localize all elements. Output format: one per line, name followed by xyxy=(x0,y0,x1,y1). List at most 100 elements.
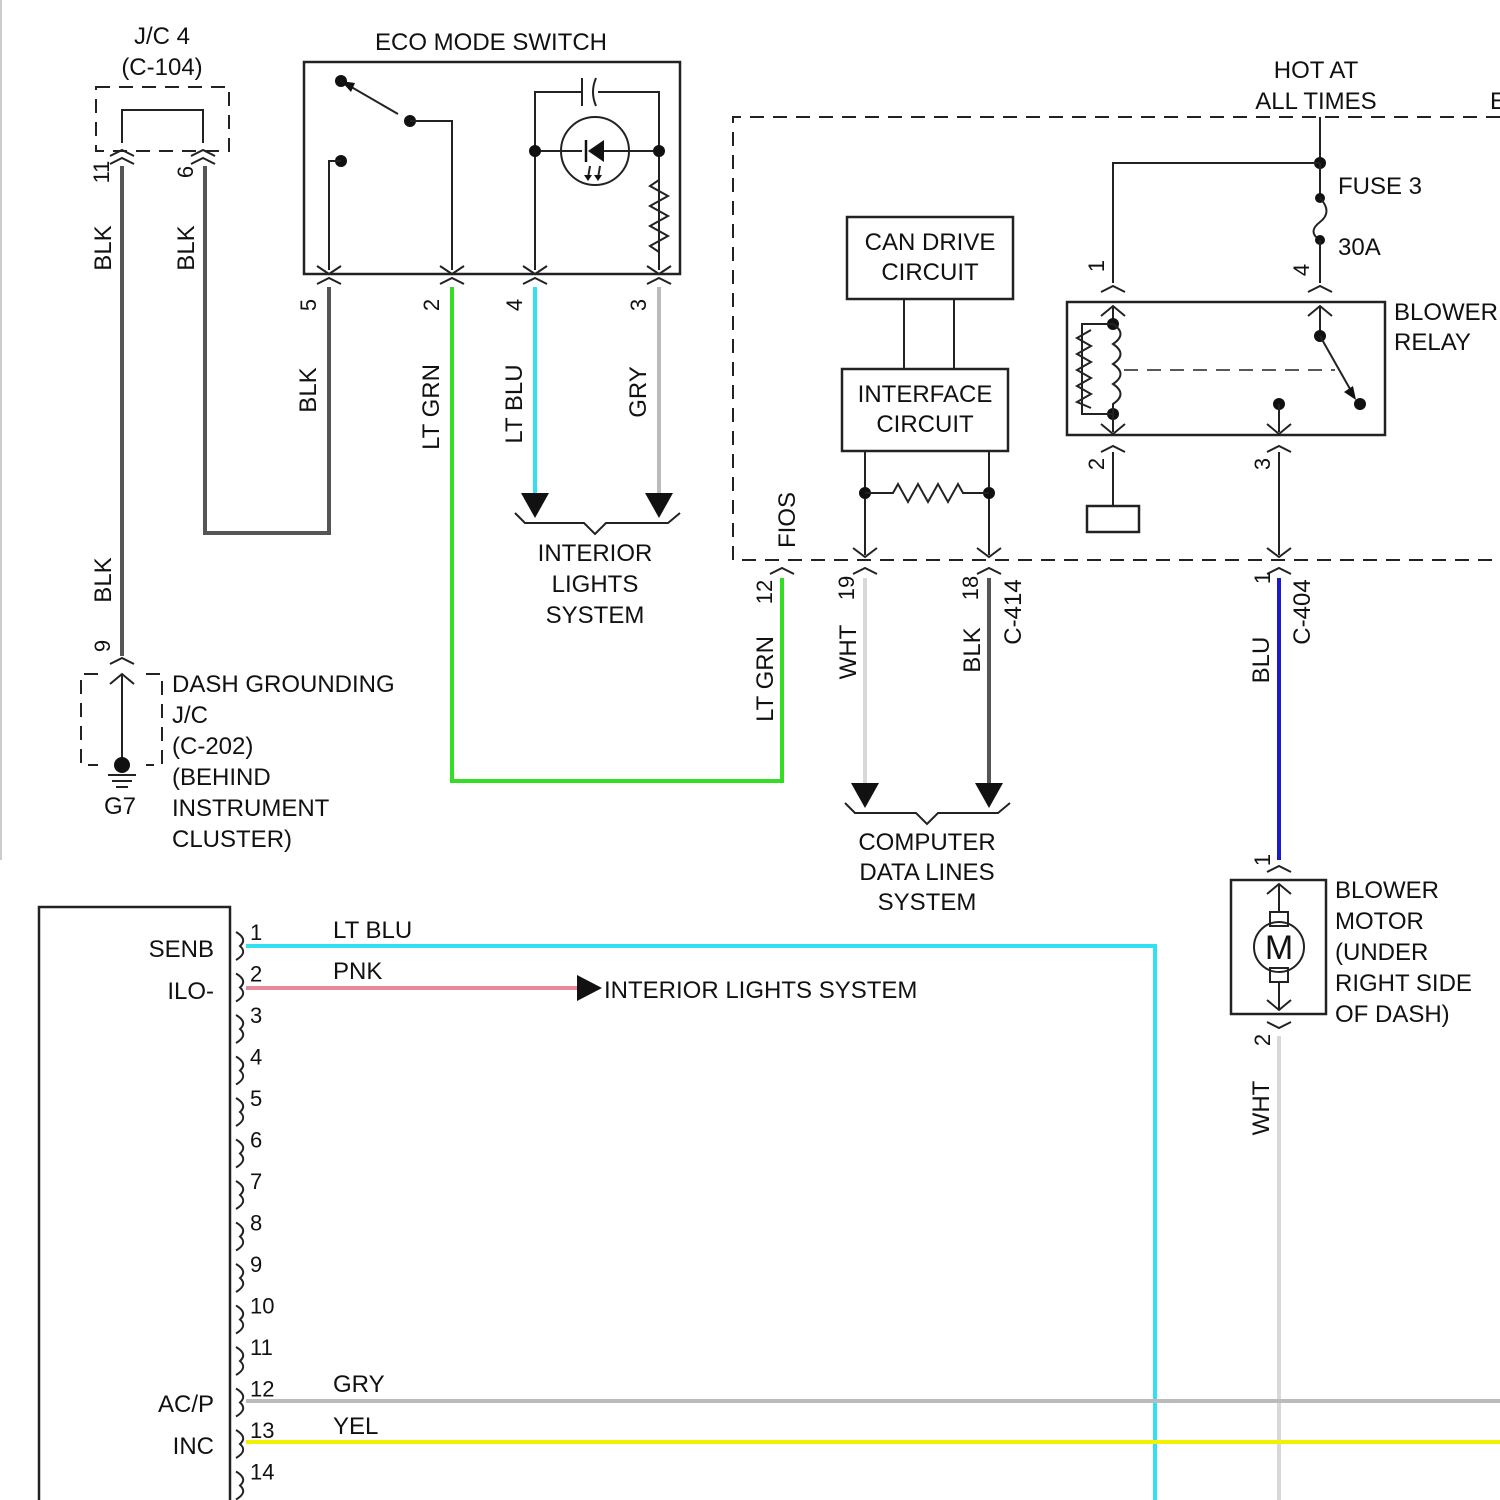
jc4-bus-bar xyxy=(122,110,203,143)
module-pin-terminal xyxy=(236,1140,243,1168)
arrow-eco4-interior-lights xyxy=(521,493,549,518)
relay-diode-resistor-icon xyxy=(1077,324,1113,414)
wire-label-blk-11: BLK xyxy=(90,225,117,270)
relay-switch-blade xyxy=(1320,336,1354,396)
edge-label: E xyxy=(1490,88,1500,115)
blower-motor-section: BLU 1 M 2 BLOWER MOTOR (UNDER RIGHT SIDE… xyxy=(1231,578,1472,1500)
module-pin-terminal xyxy=(236,1181,243,1209)
wire-label-eco5: BLK xyxy=(295,367,322,412)
motor-symbol: M xyxy=(1265,929,1293,967)
module-pin-number: 13 xyxy=(250,1418,274,1443)
module-pin-terminal xyxy=(236,932,243,960)
wire-label-fios-12: LT GRN xyxy=(752,636,779,722)
c414-pin-19: 19 xyxy=(834,576,859,600)
module-pin-terminal xyxy=(236,1223,243,1251)
interior-lights-label-2: LIGHTS xyxy=(552,571,639,598)
relay-coil-icon xyxy=(1113,324,1121,414)
can-drive-label-2: CIRCUIT xyxy=(881,259,979,286)
relay-pin-2-terminal xyxy=(1101,446,1125,452)
module-pin-terminal xyxy=(236,1015,243,1043)
eco-pin-3: 3 xyxy=(626,299,651,311)
module-pin-name-acp: AC/P xyxy=(158,1391,214,1418)
module-pin-number: 8 xyxy=(250,1211,262,1236)
motor-pin-1: 1 xyxy=(1250,854,1275,866)
wire-label-module-2: PNK xyxy=(333,958,382,985)
dash-ground-label-6: CLUSTER) xyxy=(172,826,292,853)
junction-connector-jc4: J/C 4 (C-104) 11 6 xyxy=(89,23,229,183)
dash-grounding-bus xyxy=(110,674,134,764)
jc4-housing xyxy=(96,87,229,151)
blower-motor-label-2: MOTOR xyxy=(1335,908,1424,935)
wire-label-eco2: LT GRN xyxy=(418,364,445,450)
wire-label-motor-2: WHT xyxy=(1248,1080,1275,1135)
module-pin-terminal xyxy=(236,1430,243,1458)
module-pin-name-senb: SENB xyxy=(149,936,214,963)
computer-data-label-3: SYSTEM xyxy=(878,889,977,916)
module-pin-terminal xyxy=(236,1264,243,1292)
computer-data-label-2: DATA LINES xyxy=(859,859,994,886)
wire-label-eco3: GRY xyxy=(625,366,652,418)
wire-label-module-1: LT BLU xyxy=(333,917,412,944)
wire-label-c404-1: BLU xyxy=(1248,637,1275,684)
can-drive-label-1: CAN DRIVE xyxy=(865,229,996,256)
c404-pin-1: 1 xyxy=(1250,572,1275,584)
fios-pin-12: 12 xyxy=(752,580,777,604)
eco-switch-wires: BLK LT GRN LT BLU GRY INTERIOR LIGHTS SY… xyxy=(295,287,782,781)
all-times-label: ALL TIMES xyxy=(1255,88,1376,115)
jc-pin-9-terminal xyxy=(110,658,134,664)
jc-pin-9: 9 xyxy=(90,640,115,652)
blower-motor-label-1: BLOWER xyxy=(1335,877,1439,904)
module-pin-terminal xyxy=(236,974,243,1002)
module-pin-name-ilo: ILO- xyxy=(167,978,214,1005)
module-pin-number: 6 xyxy=(250,1128,262,1153)
module-pin-number: 2 xyxy=(250,962,262,987)
c414-pin-18: 18 xyxy=(958,576,983,600)
fuse-rating-label: 30A xyxy=(1338,234,1381,261)
module-pin-name-inc: INC xyxy=(173,1433,214,1460)
arrow-eco3-interior-lights xyxy=(645,493,673,518)
wire-label-c414-19: WHT xyxy=(835,624,862,679)
blower-relay-label-1: BLOWER xyxy=(1394,299,1498,326)
jc4-connector-label: (C-104) xyxy=(121,54,202,81)
blower-relay-section: HOT AT ALL TIMES E FUSE 3 30A 1 4 BLOWER… xyxy=(1067,57,1500,645)
relay-ground-block xyxy=(1087,506,1139,532)
module-wires: INTERIOR LIGHTS SYSTEM LT BLU PNK GRY YE… xyxy=(246,917,1500,1500)
computer-data-label-1: COMPUTER xyxy=(858,829,995,856)
wire-label-c414-18: BLK xyxy=(959,627,986,672)
module-pin-terminal xyxy=(236,1098,243,1126)
module-pin-terminal xyxy=(236,1306,243,1334)
wire-label-eco4: LT BLU xyxy=(501,364,528,443)
wire-label-module-12: GRY xyxy=(333,1371,385,1398)
c404-label: C-404 xyxy=(1289,579,1316,644)
blower-motor-label-4: RIGHT SIDE xyxy=(1335,970,1472,997)
switch-common-lead xyxy=(410,121,452,270)
interface-label-2: CIRCUIT xyxy=(876,411,974,438)
module-pin-number: 14 xyxy=(250,1460,274,1485)
interior-lights-label-1: INTERIOR xyxy=(538,540,653,567)
dash-ground-label-2: J/C xyxy=(172,702,208,729)
c414-label: C-414 xyxy=(1000,579,1027,644)
eco-pin-5: 5 xyxy=(296,299,321,311)
jc4-pin-6: 6 xyxy=(173,166,198,178)
relay-pin-1: 1 xyxy=(1084,260,1109,272)
eco-pin-2: 2 xyxy=(419,299,444,311)
module-pin-number: 10 xyxy=(250,1294,274,1319)
dash-ground-label-5: INSTRUMENT xyxy=(172,795,330,822)
dash-ground-label-3: (C-202) xyxy=(172,733,253,760)
termination-resistor-icon xyxy=(865,484,989,502)
module-pin-number: 9 xyxy=(250,1252,262,1277)
module-pin-number: 4 xyxy=(250,1045,262,1070)
jc4-pin-6-terminal xyxy=(191,150,215,164)
module-pin-number: 1 xyxy=(250,920,262,945)
fios-pin-12-terminal xyxy=(770,568,794,574)
indicator-circuit-frame xyxy=(535,92,659,270)
arrow-c414-19 xyxy=(851,783,879,808)
relay-pin-1-terminal xyxy=(1101,286,1125,292)
wire-label-module-13: YEL xyxy=(333,1413,378,1440)
wire-blk-jc4-pin6-to-eco5 xyxy=(205,166,329,533)
module-pin-terminal xyxy=(236,1347,243,1375)
relay-pin-4-terminal xyxy=(1308,286,1332,292)
relay-pin-4: 4 xyxy=(1289,264,1314,276)
